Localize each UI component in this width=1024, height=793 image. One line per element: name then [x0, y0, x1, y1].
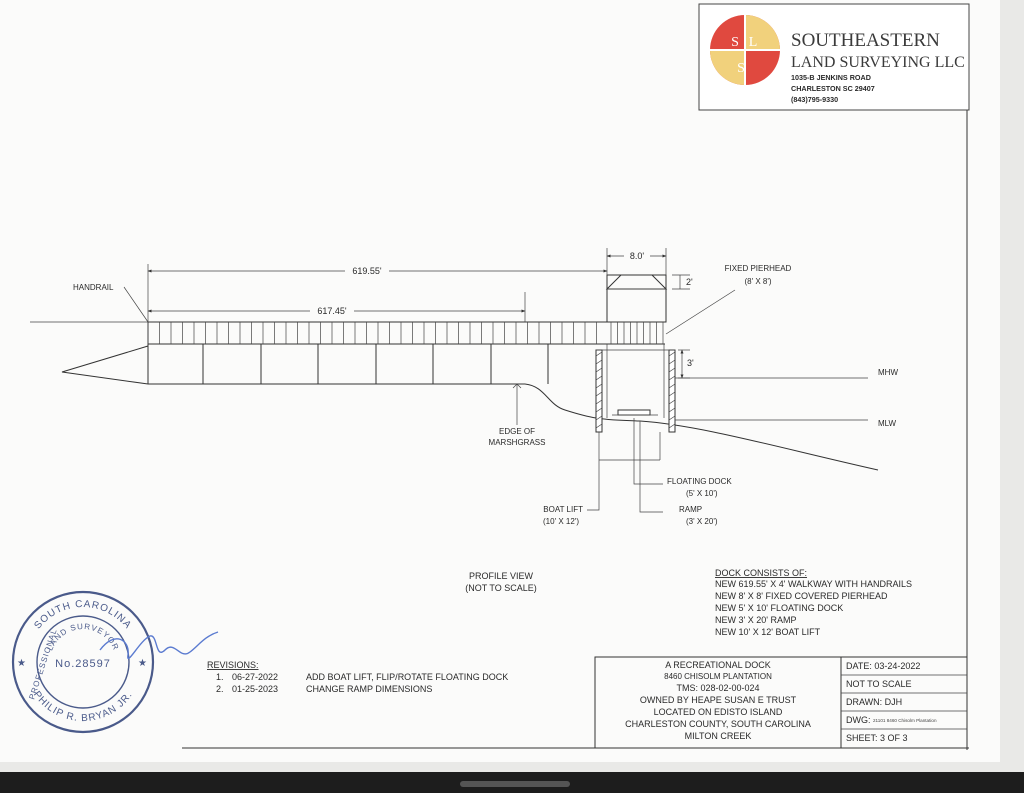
label-ramp-size: (3' X 20') — [686, 517, 718, 526]
dock-item-1: NEW 619.55' X 4' WALKWAY WITH HANDRAILS — [715, 579, 912, 589]
revisions-block: REVISIONS: 1. 06-27-2022 ADD BOAT LIFT, … — [207, 660, 508, 694]
title-sheet: SHEET: 3 OF 3 — [846, 733, 908, 743]
drawing-labels: HANDRAIL FIXED PIERHEAD (8' X 8') MHW ML… — [73, 264, 898, 526]
dim-total-length: 619.55' — [352, 266, 382, 276]
dimensions: 619.55' 617.45' 8.0' 2' 3' — [147, 248, 694, 379]
title-line-2: 8460 CHISOLM PLANTATION — [664, 672, 772, 681]
logo-letter-1: S — [731, 35, 739, 50]
dock-item-5: NEW 10' X 12' BOAT LIFT — [715, 627, 821, 637]
revision-1-num: 1. — [216, 672, 224, 682]
label-edge-of: EDGE OF — [499, 427, 535, 436]
logo-letter-3: S — [737, 61, 745, 76]
floating-dock — [612, 409, 658, 416]
company-phone: (843)795-9330 — [791, 95, 838, 104]
logo-letter-2: L — [749, 35, 758, 50]
title-line-7: MILTON CREEK — [685, 731, 752, 741]
dock-item-3: NEW 5' X 10' FLOATING DOCK — [715, 603, 843, 613]
label-fixed-pierhead-size: (8' X 8') — [744, 277, 771, 286]
title-dwg-label: DWG: — [846, 715, 871, 725]
paper — [0, 0, 1000, 762]
seal-star-right: ★ — [138, 658, 148, 669]
title-line-5: LOCATED ON EDISTO ISLAND — [654, 707, 783, 717]
label-mlw: MLW — [878, 419, 897, 428]
boat-lift-frame — [598, 432, 661, 461]
label-handrail: HANDRAIL — [73, 283, 114, 292]
company-box: S L S SOUTHEASTERN LAND SURVEYING LLC 10… — [698, 3, 970, 111]
title-line-6: CHARLESTON COUNTY, SOUTH CAROLINA — [625, 719, 811, 729]
pierhead-roof — [605, 274, 668, 323]
company-name: SOUTHEASTERN — [791, 30, 940, 51]
revision-1-desc: ADD BOAT LIFT, FLIP/ROTATE FLOATING DOCK — [306, 672, 508, 682]
company-address-2: CHARLESTON SC 29407 — [791, 84, 875, 93]
title-dwg-value: 21101 8460 Chisolm Plantation — [873, 718, 937, 723]
bottom-bar-handle — [460, 781, 570, 787]
dock-item-4: NEW 3' X 20' RAMP — [715, 615, 796, 625]
dock-profile-drawing — [30, 274, 879, 471]
seal-star-left: ★ — [17, 658, 27, 669]
revision-2-desc: CHANGE RAMP DIMENSIONS — [306, 684, 432, 694]
label-floating-dock-size: (5' X 10') — [686, 489, 718, 498]
revision-2-date: 01-25-2023 — [232, 684, 278, 694]
dim-deck-height: 3' — [687, 358, 694, 368]
revisions-heading: REVISIONS: — [207, 660, 259, 670]
label-marshgrass: MARSHGRASS — [489, 438, 546, 447]
dim-roof-height: 2' — [686, 277, 693, 287]
title-line-4: OWNED BY HEAPE SUSAN E TRUST — [640, 695, 797, 705]
company-logo: S L S — [710, 15, 780, 85]
label-boat-lift-size: (10' X 12') — [543, 517, 579, 526]
signature — [99, 631, 219, 659]
title-line-1: A RECREATIONAL DOCK — [665, 660, 771, 670]
dock-item-2: NEW 8' X 8' FIXED COVERED PIERHEAD — [715, 591, 888, 601]
seal-number: No.28597 — [55, 658, 111, 670]
profile-view-note: (NOT TO SCALE) — [465, 583, 537, 593]
profile-view-title: PROFILE VIEW — [469, 571, 534, 581]
title-scale: NOT TO SCALE — [846, 679, 912, 689]
title-block: A RECREATIONAL DOCK 8460 CHISOLM PLANTAT… — [594, 656, 968, 749]
company-subtitle: LAND SURVEYING LLC — [791, 54, 965, 71]
revision-1-date: 06-27-2022 — [232, 672, 278, 682]
title-drawn: DRAWN: DJH — [846, 697, 902, 707]
label-mhw: MHW — [878, 368, 898, 377]
company-address-1: 1035-B JENKINS ROAD — [791, 73, 871, 82]
label-floating-dock: FLOATING DOCK — [667, 477, 732, 486]
handrail-balusters — [147, 322, 597, 344]
label-boat-lift: BOAT LIFT — [543, 505, 583, 514]
label-fixed-pierhead: FIXED PIERHEAD — [725, 264, 792, 273]
revision-2-num: 2. — [216, 684, 224, 694]
pierhead-pilings — [595, 344, 676, 433]
dim-walkway-length: 617.45' — [317, 306, 347, 316]
dim-pierhead-width: 8.0' — [630, 251, 645, 261]
label-ramp: RAMP — [679, 505, 702, 514]
walkway-pilings — [147, 344, 549, 384]
dock-consists-list: DOCK CONSISTS OF: NEW 619.55' X 4' WALKW… — [715, 568, 912, 637]
title-line-3: TMS: 028-02-00-024 — [676, 683, 759, 693]
pierhead-railing — [610, 322, 664, 344]
title-date: DATE: 03-24-2022 — [846, 661, 920, 671]
dock-consists-heading: DOCK CONSISTS OF: — [715, 568, 807, 578]
